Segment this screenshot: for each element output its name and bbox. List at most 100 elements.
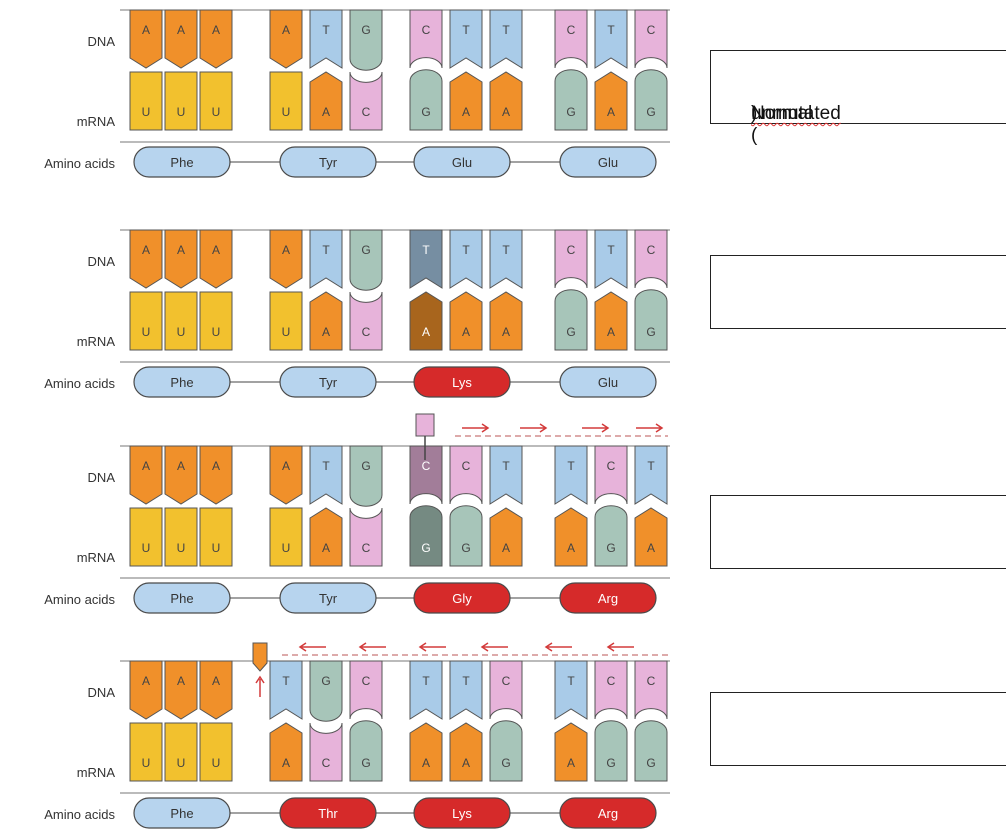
mrna-base-5 xyxy=(349,291,383,351)
dna-base-letter: G xyxy=(361,23,370,37)
mrna-base-1 xyxy=(164,291,198,351)
mrna-base-letter: U xyxy=(142,325,151,339)
mrna-base-10 xyxy=(594,71,628,131)
mrna-base-7 xyxy=(449,71,483,131)
mrna-base-letter: G xyxy=(361,756,370,770)
dna-base-5 xyxy=(349,445,383,507)
dna-base-letter: C xyxy=(647,23,656,37)
mrna-base-letter: A xyxy=(322,325,330,339)
amino-acid-pill-3 xyxy=(559,146,657,178)
dna-base-letter: C xyxy=(567,243,576,257)
mrna-base-8 xyxy=(489,291,523,351)
dna-label: DNA xyxy=(88,470,116,485)
mrna-base-letter: U xyxy=(282,105,291,119)
dna-base-letter: T xyxy=(607,23,615,37)
mrna-base-letter: U xyxy=(177,325,186,339)
answer-box-4[interactable] xyxy=(710,692,1006,766)
mrna-base-7 xyxy=(449,505,483,567)
dna-base-3 xyxy=(269,445,303,505)
mrna-base-letter: A xyxy=(567,756,575,770)
dna-base-7 xyxy=(449,9,483,69)
mrna-base-11 xyxy=(634,507,668,567)
dna-base-6 xyxy=(409,660,443,720)
mrna-base-letter: C xyxy=(362,325,371,339)
dna-base-letter: C xyxy=(607,674,616,688)
mrna-base-letter: G xyxy=(606,756,615,770)
dna-base-0 xyxy=(129,445,163,505)
mrna-base-2 xyxy=(199,71,233,131)
mrna-base-letter: A xyxy=(502,325,510,339)
dna-base-letter: G xyxy=(361,243,370,257)
dna-label: DNA xyxy=(88,685,116,700)
mrna-base-letter: A xyxy=(647,541,655,555)
amino-acid-label: Thr xyxy=(318,806,338,821)
dna-base-2 xyxy=(199,9,233,69)
dna-base-7 xyxy=(449,229,483,289)
dna-base-1 xyxy=(164,229,198,289)
answer-box-2[interactable] xyxy=(710,255,1006,329)
answer-box-3[interactable] xyxy=(710,495,1006,569)
dna-base-letter: T xyxy=(502,23,510,37)
dna-base-4 xyxy=(309,9,343,69)
mrna-base-letter: G xyxy=(501,756,510,770)
frameshift-arrow-right-icon xyxy=(462,423,490,433)
mrna-base-1 xyxy=(164,722,198,782)
dna-base-0 xyxy=(129,9,163,69)
dna-base-letter: T xyxy=(282,674,290,688)
dna-base-10 xyxy=(594,660,628,720)
inserted-base-icon xyxy=(415,413,435,437)
dna-base-letter: G xyxy=(321,674,330,688)
answer-box-1[interactable]: Normal (unmutated) xyxy=(710,50,1006,146)
mrna-base-0 xyxy=(129,507,163,567)
dna-base-6 xyxy=(409,9,443,69)
mrna-base-letter: U xyxy=(177,541,186,555)
mrna-base-6 xyxy=(409,722,443,782)
mrna-base-letter: G xyxy=(421,541,430,555)
amino-acid-pill-0 xyxy=(133,146,231,178)
amino-acid-pill-3 xyxy=(559,582,657,614)
dna-base-2 xyxy=(199,660,233,720)
mrna-base-1 xyxy=(164,507,198,567)
dna-base-letter: A xyxy=(142,459,150,473)
dna-base-letter: A xyxy=(282,23,290,37)
dna-base-letter: A xyxy=(282,459,290,473)
mrna-base-5 xyxy=(349,720,383,782)
mrna-base-letter: G xyxy=(646,105,655,119)
amino-acid-label: Phe xyxy=(170,375,193,390)
dna-base-11 xyxy=(634,9,668,69)
mrna-label: mRNA xyxy=(77,550,116,565)
dna-base-letter: A xyxy=(212,243,220,257)
amino-acid-pill-0 xyxy=(133,366,231,398)
dna-base-5 xyxy=(349,9,383,71)
frameshift-arrow-left-icon xyxy=(606,642,634,652)
dna-base-9 xyxy=(554,445,588,505)
dna-base-letter: T xyxy=(462,23,470,37)
dna-base-8 xyxy=(489,229,523,289)
dna-base-letter: T xyxy=(567,459,575,473)
mrna-base-letter: U xyxy=(212,105,221,119)
frameshift-arrow-left-icon xyxy=(544,642,572,652)
amino-acid-pill-3 xyxy=(559,366,657,398)
mrna-base-9 xyxy=(554,69,588,131)
frameshift-arrow-left-icon xyxy=(358,642,386,652)
dna-base-11 xyxy=(634,229,668,289)
dna-base-6 xyxy=(409,445,443,505)
spellcheck-word: unmutated xyxy=(751,103,841,124)
dna-base-letter: T xyxy=(647,459,655,473)
dna-base-4 xyxy=(309,445,343,505)
dna-base-letter: C xyxy=(502,674,511,688)
mrna-base-9 xyxy=(554,289,588,351)
mrna-base-5 xyxy=(349,507,383,567)
mrna-base-2 xyxy=(199,507,233,567)
dna-base-letter: T xyxy=(322,459,330,473)
mrna-base-11 xyxy=(634,289,668,351)
dna-base-3 xyxy=(269,9,303,69)
mrna-base-letter: A xyxy=(422,325,430,339)
dna-base-5 xyxy=(349,229,383,291)
dna-base-letter: A xyxy=(212,674,220,688)
mrna-base-letter: G xyxy=(606,541,615,555)
amino-acid-label: Lys xyxy=(452,375,472,390)
dna-label: DNA xyxy=(88,254,116,269)
mrna-base-3 xyxy=(269,507,303,567)
